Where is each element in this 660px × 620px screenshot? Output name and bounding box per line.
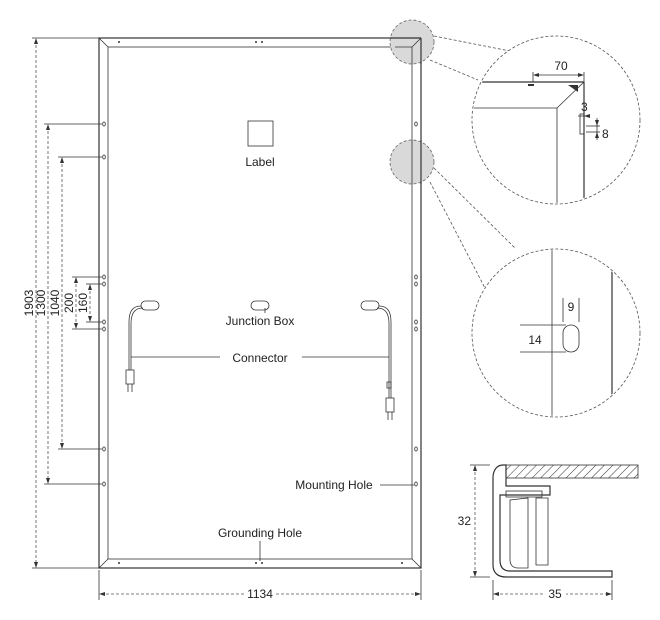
dimension-200: 200 bbox=[62, 276, 102, 330]
frame-profile-section: 32 35 bbox=[458, 464, 639, 601]
dimension-1040: 1040 bbox=[48, 156, 102, 450]
dimension-160: 160 bbox=[76, 283, 102, 323]
dim-35-text: 35 bbox=[548, 587, 562, 601]
dim-1134-text: 1134 bbox=[247, 587, 273, 601]
junction-boxes bbox=[140, 300, 380, 311]
junction-box-right bbox=[360, 300, 380, 311]
connector-right bbox=[385, 397, 395, 413]
dim-1300-text: 1300 bbox=[34, 289, 48, 316]
left-holes bbox=[102, 121, 106, 487]
dim-14-text: 14 bbox=[528, 333, 542, 347]
panel-outer-edge bbox=[98, 37, 422, 569]
junction-box-label: Junction Box bbox=[226, 314, 295, 328]
dimension-1903: 1903 bbox=[22, 37, 99, 569]
cable-left bbox=[125, 305, 144, 392]
hole-slot bbox=[562, 324, 580, 353]
dim-1040-text: 1040 bbox=[48, 289, 62, 316]
dim-1903-text: 1903 bbox=[22, 289, 36, 316]
dim-70-text: 70 bbox=[554, 59, 568, 73]
connector-label: Connector bbox=[232, 351, 287, 365]
grounding-hole-label: Grounding Hole bbox=[218, 526, 302, 540]
dim-9-text: 9 bbox=[568, 300, 575, 314]
cable-right bbox=[376, 305, 395, 420]
callout-corner-marker bbox=[389, 19, 435, 65]
dim-3-text: 3 bbox=[581, 100, 588, 114]
detail-corner-view: 70 3 8 bbox=[471, 35, 641, 205]
dim-8-text: 8 bbox=[602, 127, 609, 141]
dimension-1134: 1134 bbox=[98, 570, 422, 601]
label-box bbox=[247, 120, 274, 147]
dim-32-text: 32 bbox=[458, 514, 472, 528]
detail-hole-view: 9 14 bbox=[471, 248, 641, 418]
dim-160-text: 160 bbox=[76, 293, 90, 313]
junction-box-left bbox=[140, 300, 160, 311]
label-box-text: Label bbox=[245, 155, 274, 169]
dim-200-text: 200 bbox=[62, 293, 76, 313]
dimension-1300: 1300 bbox=[34, 123, 102, 485]
junction-box-center bbox=[250, 300, 270, 311]
mounting-hole-label: Mounting Hole bbox=[295, 478, 373, 492]
profile-glass-hatch bbox=[505, 464, 639, 479]
connector-left bbox=[125, 369, 135, 385]
